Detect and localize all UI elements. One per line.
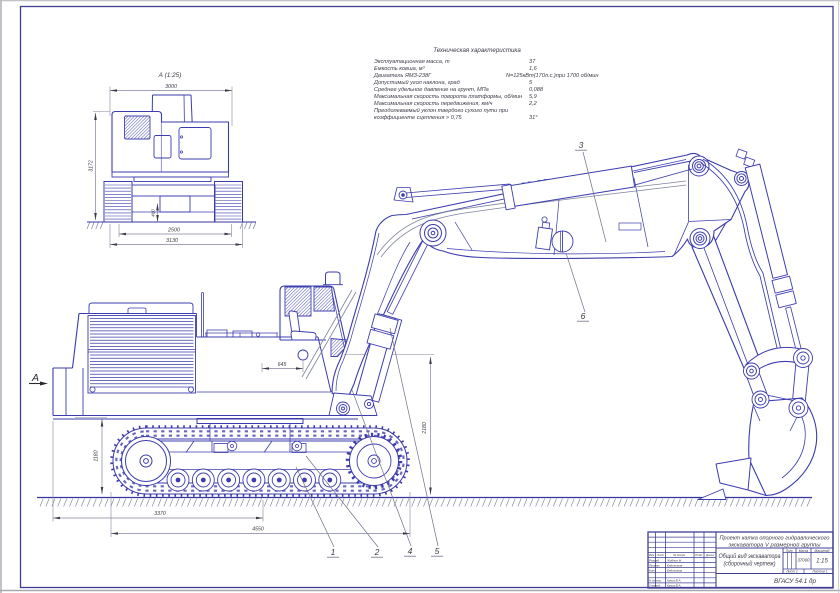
- svg-text:Эксплуатационная масса, т: Эксплуатационная масса, т: [374, 59, 450, 65]
- svg-text:37: 37: [529, 59, 536, 65]
- svg-text:Изм: Изм: [649, 553, 654, 557]
- svg-text:37000: 37000: [798, 558, 811, 563]
- svg-text:1: 1: [331, 547, 336, 557]
- svg-text:645: 645: [278, 362, 287, 368]
- svg-text:Допустимый угол наклона, град: Допустимый угол наклона, град: [373, 79, 460, 86]
- svg-text:1180: 1180: [94, 450, 100, 461]
- svg-text:(сборочный чертеж): (сборочный чертеж): [724, 561, 776, 568]
- svg-text:Утверд.: Утверд.: [649, 584, 661, 588]
- svg-text:2,2: 2,2: [528, 101, 538, 107]
- svg-text:3370: 3370: [154, 511, 166, 517]
- svg-text:Евдокимов: Евдокимов: [667, 563, 683, 567]
- svg-text:N=125кВт(170л.с.)при 1700 об/м: N=125кВт(170л.с.)при 1700 об/мин: [506, 73, 598, 79]
- svg-text:1,6: 1,6: [529, 66, 538, 72]
- svg-text:3000: 3000: [165, 84, 177, 90]
- svg-text:Преодолеваемый уклон твердого: Преодолеваемый уклон твердого сухого пут…: [374, 107, 508, 114]
- svg-text:№ докум.: № докум.: [673, 553, 686, 557]
- svg-text:Евдокимов: Евдокимов: [667, 569, 683, 573]
- svg-text:Кукса В.А.: Кукса В.А.: [667, 584, 681, 588]
- svg-text:А (1:25): А (1:25): [158, 72, 182, 79]
- svg-text:А: А: [31, 372, 39, 384]
- svg-text:Лист 1: Лист 1: [785, 570, 798, 574]
- svg-text:Среднее удельное давление на г: Среднее удельное давление на грунт, МПа: [374, 87, 489, 93]
- svg-text:Разраб.: Разраб.: [649, 558, 660, 562]
- svg-text:6: 6: [581, 311, 586, 321]
- svg-text:2: 2: [374, 547, 380, 557]
- svg-text:Двигатель ЯМЗ-238Г: Двигатель ЯМЗ-238Г: [373, 73, 432, 79]
- svg-text:Общий вид экскаватора: Общий вид экскаватора: [719, 553, 782, 560]
- svg-text:4550: 4550: [252, 527, 264, 533]
- svg-text:ВГАСУ 54.1 др: ВГАСУ 54.1 др: [774, 578, 817, 585]
- svg-text:Листов 1: Листов 1: [811, 570, 827, 574]
- svg-text:2500: 2500: [167, 228, 180, 234]
- svg-text:Емкость ковша, м³: Емкость ковша, м³: [374, 66, 425, 72]
- svg-text:5: 5: [435, 546, 440, 556]
- svg-text:Подп.: Подп.: [695, 553, 703, 557]
- svg-text:коэффициенте сцепления > 0,75: коэффициенте сцепления > 0,75: [374, 115, 462, 121]
- svg-text:4: 4: [408, 546, 413, 556]
- svg-text:Кукса В.А.: Кукса В.А.: [667, 579, 681, 583]
- svg-text:Техническая характеристика: Техническая характеристика: [433, 47, 521, 54]
- svg-text:3130: 3130: [166, 238, 178, 244]
- svg-text:Максимальная скорость поворота: Максимальная скорость поворота платформы…: [374, 94, 522, 100]
- svg-text:5,9: 5,9: [529, 94, 537, 100]
- svg-text:Конс.: Конс.: [649, 569, 657, 573]
- svg-text:0,088: 0,088: [529, 87, 544, 93]
- svg-text:Масса: Масса: [799, 549, 809, 553]
- svg-text:Лист: Лист: [656, 553, 665, 557]
- svg-text:3: 3: [579, 140, 584, 150]
- svg-text:460: 460: [151, 209, 156, 217]
- svg-text:Жибчин М.: Жибчин М.: [666, 558, 682, 562]
- svg-text:Проект катка опорного гидравли: Проект катка опорного гидравлического: [720, 536, 831, 542]
- svg-text:2180: 2180: [422, 422, 428, 435]
- svg-text:31°: 31°: [529, 115, 538, 121]
- svg-text:Дата: Дата: [705, 553, 714, 557]
- svg-text:Лит.: Лит.: [785, 549, 794, 553]
- svg-text:3172: 3172: [89, 160, 95, 172]
- svg-text:Н.контр.: Н.контр.: [649, 579, 662, 583]
- svg-text:Максимальная скорость передвиж: Максимальная скорость передвижения, км/ч: [374, 101, 492, 107]
- svg-text:1:15: 1:15: [816, 559, 828, 565]
- svg-text:5: 5: [529, 80, 533, 86]
- svg-text:Провер.: Провер.: [649, 563, 660, 567]
- svg-text:экскаватора V размерной группы: экскаватора V размерной группы: [729, 542, 822, 549]
- svg-text:Масштаб: Масштаб: [815, 549, 830, 553]
